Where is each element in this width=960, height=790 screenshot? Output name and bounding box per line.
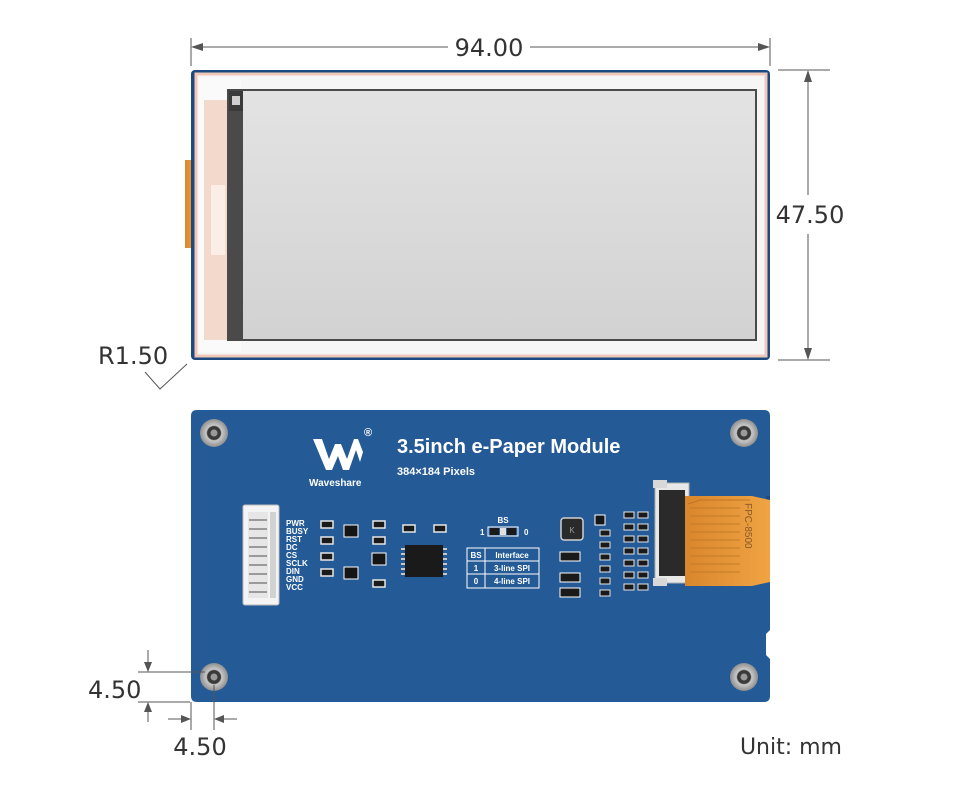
level-shifter-ic [401, 545, 447, 577]
corner-radius-callout: R1.50 [98, 342, 188, 390]
height-dimension: 47.50 [776, 69, 845, 361]
back-view: ® Waveshare 3.5inch e-Paper Module 384×1… [88, 410, 842, 761]
bs-switch: BS 1 0 [480, 516, 529, 537]
hole-offset-y-dimension: 4.50 [88, 650, 205, 722]
unit-label: Unit: mm [740, 735, 842, 760]
passive-components [320, 520, 447, 588]
mounting-hole [730, 419, 758, 447]
table-cell: 0 [474, 577, 479, 586]
waveshare-logo: ® Waveshare [309, 427, 372, 489]
eink-screen [243, 91, 755, 339]
trademark-mark: ® [364, 427, 372, 439]
mounting-hole [730, 663, 758, 691]
mounting-holes [200, 419, 758, 691]
bs-switch-label: BS [497, 516, 509, 525]
table-header: BS [470, 551, 482, 560]
pin-label: CS [286, 551, 298, 560]
fpc-connector [653, 480, 690, 586]
inductor-mark: K [569, 526, 575, 535]
bs-switch-left: 1 [480, 528, 485, 537]
pin-header-connector [242, 504, 280, 606]
hole-offset-y-label: 4.50 [88, 676, 141, 704]
table-cell: 4-line SPI [494, 577, 530, 586]
table-cell: 1 [474, 564, 479, 573]
waveshare-logo-icon [313, 439, 363, 470]
width-label: 94.00 [455, 34, 524, 62]
pin-label: SCLK [286, 559, 308, 568]
width-dimension: 94.00 [190, 34, 771, 66]
pin-label: DIN [286, 567, 300, 576]
pin-label: DC [286, 543, 298, 552]
bs-switch-right: 0 [524, 528, 529, 537]
pin-label: PWR [286, 519, 305, 528]
board-title: 3.5inch e-Paper Module [397, 436, 620, 458]
corner-radius-label: R1.50 [98, 342, 168, 370]
pin-label: VCC [286, 583, 303, 592]
hole-offset-x-dimension: 4.50 [168, 685, 237, 761]
fpc-cable: FPC-8500 [685, 496, 770, 586]
brand-name: Waveshare [309, 478, 362, 489]
transistors [343, 524, 387, 580]
pcb-board [191, 410, 770, 702]
table-cell: 3-line SPI [494, 564, 530, 573]
board-subtitle: 384×184 Pixels [397, 466, 475, 478]
inductor: K [560, 517, 584, 541]
resistor-array [599, 511, 649, 597]
pin-label: GND [286, 575, 304, 584]
height-label: 47.50 [776, 201, 845, 229]
table-header: Interface [495, 551, 529, 560]
fpc-label: FPC-8500 [742, 503, 753, 549]
pin-label: RST [286, 535, 302, 544]
mounting-hole [200, 663, 228, 691]
interface-table: BS Interface 1 3-line SPI 0 4-line SPI [466, 547, 540, 589]
diodes [559, 514, 606, 598]
hole-offset-x-label: 4.50 [173, 733, 226, 761]
pin-label: BUSY [286, 527, 309, 536]
pin-labels: PWR BUSY RST DC CS SCLK DIN GND VCC [286, 519, 309, 592]
front-view: 94.00 47.50 R1.50 [98, 34, 845, 390]
mounting-hole [200, 419, 228, 447]
